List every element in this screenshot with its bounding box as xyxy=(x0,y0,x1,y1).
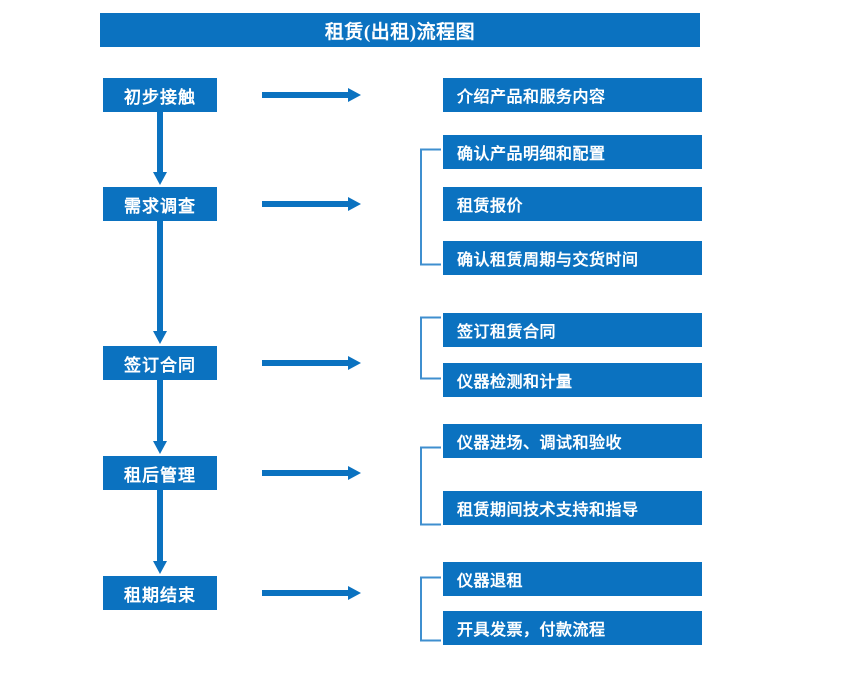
down-arrow-3 xyxy=(152,380,168,456)
group-bracket-contract xyxy=(419,316,443,380)
stage-box-2[interactable]: 需求调查 xyxy=(103,187,217,221)
detail-box-10[interactable]: 开具发票，付款流程 xyxy=(443,611,702,645)
right-arrow-3 xyxy=(262,355,362,371)
detail-box-3[interactable]: 租赁报价 xyxy=(443,187,702,221)
down-arrow-1 xyxy=(152,112,168,187)
stage-box-4[interactable]: 租后管理 xyxy=(103,456,217,490)
detail-box-2[interactable]: 确认产品明细和配置 xyxy=(443,135,702,169)
stage-box-5[interactable]: 租期结束 xyxy=(103,576,217,610)
down-arrow-2 xyxy=(152,221,168,346)
right-arrow-4 xyxy=(262,465,362,481)
stage-box-3[interactable]: 签订合同 xyxy=(103,346,217,380)
detail-box-1[interactable]: 介绍产品和服务内容 xyxy=(443,78,702,112)
group-bracket-post-rental xyxy=(419,446,443,526)
group-bracket-end-of-term xyxy=(419,576,443,642)
right-arrow-2 xyxy=(262,196,362,212)
down-arrow-4 xyxy=(152,490,168,576)
page-title: 租赁(出租)流程图 xyxy=(100,13,700,47)
right-arrow-5 xyxy=(262,585,362,601)
group-bracket-requirements xyxy=(419,148,443,266)
detail-box-7[interactable]: 仪器进场、调试和验收 xyxy=(443,424,702,458)
detail-box-5[interactable]: 签订租赁合同 xyxy=(443,313,702,347)
detail-box-8[interactable]: 租赁期间技术支持和指导 xyxy=(443,491,702,525)
detail-box-6[interactable]: 仪器检测和计量 xyxy=(443,363,702,397)
stage-box-1[interactable]: 初步接触 xyxy=(103,78,217,112)
right-arrow-1 xyxy=(262,87,362,103)
detail-box-4[interactable]: 确认租赁周期与交货时间 xyxy=(443,241,702,275)
detail-box-9[interactable]: 仪器退租 xyxy=(443,562,702,596)
